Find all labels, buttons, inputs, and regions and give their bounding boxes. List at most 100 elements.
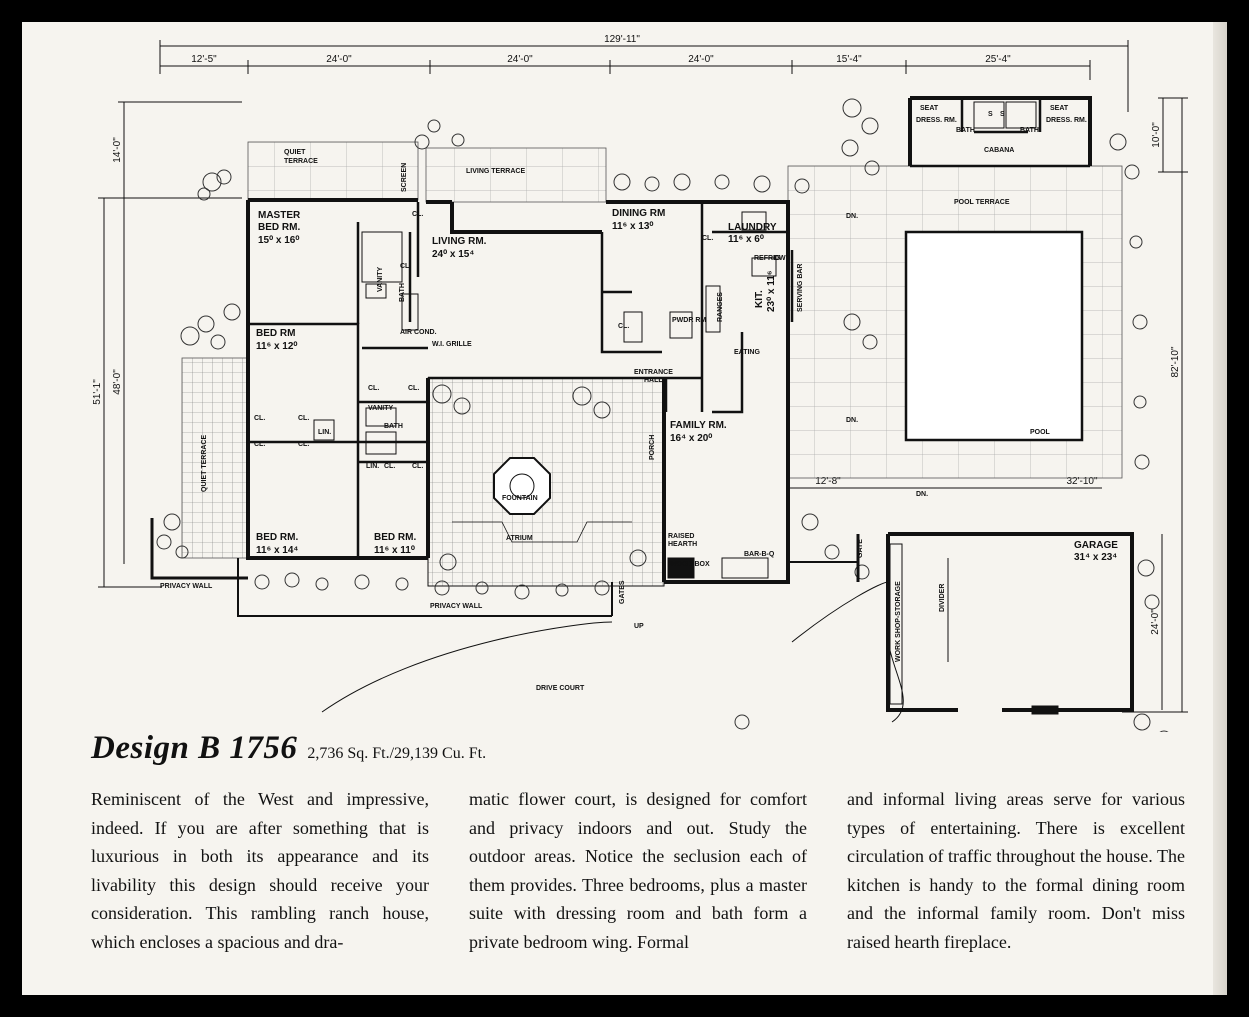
svg-text:SEAT: SEAT xyxy=(1050,105,1069,112)
pool xyxy=(904,230,1084,442)
svg-text:AIR COND.: AIR COND. xyxy=(400,329,437,336)
design-stats: 2,736 Sq. Ft./29,139 Cu. Ft. xyxy=(307,745,487,762)
svg-text:HEARTH: HEARTH xyxy=(668,541,697,548)
kitchen-label: KIT. xyxy=(754,290,765,308)
plan-annotations: QUIET TERRACE SCREEN LIVING TERRACE SEAT… xyxy=(160,105,1087,692)
laundry-label: LAUNDRY xyxy=(728,222,777,233)
description-text: Reminiscent of the West and impressive, … xyxy=(91,789,429,952)
svg-text:SEAT: SEAT xyxy=(920,105,939,112)
svg-text:GATES: GATES xyxy=(619,580,626,604)
family-room-size: 16⁴ x 20⁰ xyxy=(670,433,712,444)
svg-text:S: S xyxy=(1000,111,1005,118)
svg-text:VANITY: VANITY xyxy=(368,405,393,412)
svg-text:POOL TERRACE: POOL TERRACE xyxy=(954,199,1010,206)
bed-room-label: BED RM xyxy=(256,328,295,339)
svg-text:LIN.: LIN. xyxy=(318,429,331,436)
pool-offset-dimension: 32'-10" xyxy=(1066,476,1097,487)
dimension-labels: 129'-11" 12'-5" 24'-0" 24'-0" 24'-0" 15'… xyxy=(92,34,1181,635)
svg-text:LIN.: LIN. xyxy=(366,463,379,470)
svg-text:BATH: BATH xyxy=(1020,127,1039,134)
left-mid-dimension: 48'-0" xyxy=(112,369,123,395)
svg-text:PRIVACY WALL: PRIVACY WALL xyxy=(430,603,483,610)
dining-room-label: DINING RM xyxy=(612,208,665,219)
svg-text:BAR-B-Q: BAR-B-Q xyxy=(744,551,775,558)
description-text: and informal living areas serve for vari… xyxy=(847,789,1185,952)
living-room-size: 24⁰ x 15⁴ xyxy=(432,249,474,260)
svg-text:CL.: CL. xyxy=(298,415,309,422)
master-label-b: BED RM. xyxy=(258,222,300,233)
svg-text:DW: DW xyxy=(774,255,786,262)
svg-text:CL.: CL. xyxy=(412,463,423,470)
segment-dimension: 24'-0" xyxy=(326,54,352,65)
site-walls xyxy=(150,518,904,723)
svg-text:DN.: DN. xyxy=(916,491,928,498)
svg-text:PWDR RM: PWDR RM xyxy=(672,317,706,324)
svg-text:VANITY: VANITY xyxy=(377,267,384,292)
svg-text:DN.: DN. xyxy=(846,213,858,220)
left-total-dimension: 51'-1" xyxy=(92,379,103,405)
svg-text:CL.: CL. xyxy=(702,235,713,242)
svg-text:WOOD BOX: WOOD BOX xyxy=(670,561,710,568)
laundry-size: 11⁶ x 6⁰ xyxy=(728,234,764,245)
svg-text:ENTRANCE: ENTRANCE xyxy=(634,369,673,376)
landscaping xyxy=(156,98,1169,732)
svg-text:CL.: CL. xyxy=(384,463,395,470)
svg-text:QUIET TERRACE: QUIET TERRACE xyxy=(201,435,208,493)
description-column-3: and informal living areas serve for vari… xyxy=(847,785,1185,957)
svg-text:SCREEN: SCREEN xyxy=(401,163,408,192)
svg-text:BATH: BATH xyxy=(384,423,403,430)
svg-text:QUIET: QUIET xyxy=(284,149,306,156)
garage-size: 31⁴ x 23⁴ xyxy=(1074,552,1117,563)
svg-text:HALL: HALL xyxy=(644,377,663,384)
left-top-dimension: 14'-0" xyxy=(112,137,123,163)
room-labels: MASTER BED RM. 15⁰ x 16⁰ LIVING RM. 24⁰ … xyxy=(256,208,1118,563)
master-size: 15⁰ x 16⁰ xyxy=(258,235,299,246)
svg-text:BATH: BATH xyxy=(956,127,975,134)
svg-text:LIVING TERRACE: LIVING TERRACE xyxy=(466,168,525,175)
segment-dimension: 24'-0" xyxy=(688,54,714,65)
svg-text:EATING: EATING xyxy=(734,349,760,356)
svg-text:CL.: CL. xyxy=(254,441,265,448)
right-top-dimension: 10'-0" xyxy=(1151,122,1162,148)
design-name: Design B 1756 xyxy=(91,730,298,766)
svg-text:BATH: BATH xyxy=(399,283,406,302)
master-label-a: MASTER xyxy=(258,210,301,221)
segment-dimension: 24'-0" xyxy=(507,54,533,65)
living-terrace xyxy=(425,147,607,203)
svg-text:CL.: CL. xyxy=(408,385,419,392)
description-column-2: matic flower court, is designed for comf… xyxy=(469,785,807,957)
shrub-row xyxy=(197,169,232,201)
living-room-label: LIVING RM. xyxy=(432,236,487,247)
svg-text:UP: UP xyxy=(634,623,644,630)
dining-room-size: 11⁶ x 13⁰ xyxy=(612,221,653,232)
terraces xyxy=(181,141,1123,559)
garage-depth-dimension: 24'-0" xyxy=(1150,609,1161,635)
svg-text:PRIVACY WALL: PRIVACY WALL xyxy=(160,583,213,590)
family-room-label: FAMILY RM. xyxy=(670,420,727,431)
segment-dimension: 12'-5" xyxy=(191,54,217,65)
svg-text:DIVIDER: DIVIDER xyxy=(939,584,946,612)
svg-text:CL.: CL. xyxy=(400,263,411,270)
svg-text:PORCH: PORCH xyxy=(649,435,656,460)
svg-text:FOUNTAIN: FOUNTAIN xyxy=(502,495,538,502)
svg-text:TERRACE: TERRACE xyxy=(284,158,318,165)
svg-text:CL.: CL. xyxy=(368,385,379,392)
pool-offset-dimension: 12'-8" xyxy=(815,476,841,487)
svg-text:GATE: GATE xyxy=(857,539,864,558)
floor-plan: 129'-11" 12'-5" 24'-0" 24'-0" 24'-0" 15'… xyxy=(92,34,1188,732)
right-total-dimension: 82'-10" xyxy=(1170,346,1181,377)
svg-text:SERVING BAR: SERVING BAR xyxy=(797,264,804,313)
svg-text:CL.: CL. xyxy=(298,441,309,448)
fixtures xyxy=(313,101,1059,715)
atrium-court xyxy=(427,377,665,587)
garage-label: GARAGE xyxy=(1074,540,1118,551)
svg-text:RAISED: RAISED xyxy=(668,533,694,540)
quiet-terrace-side xyxy=(181,357,249,559)
page-binding-shadow xyxy=(1213,22,1227,995)
svg-text:RANGES: RANGES xyxy=(717,292,724,322)
segment-dimension: 25'-4" xyxy=(985,54,1011,65)
quiet-terrace-top xyxy=(247,141,419,201)
interior-walls xyxy=(248,98,1090,558)
svg-text:DRESS. RM.: DRESS. RM. xyxy=(1046,117,1087,124)
svg-text:ATRIUM: ATRIUM xyxy=(506,535,533,542)
